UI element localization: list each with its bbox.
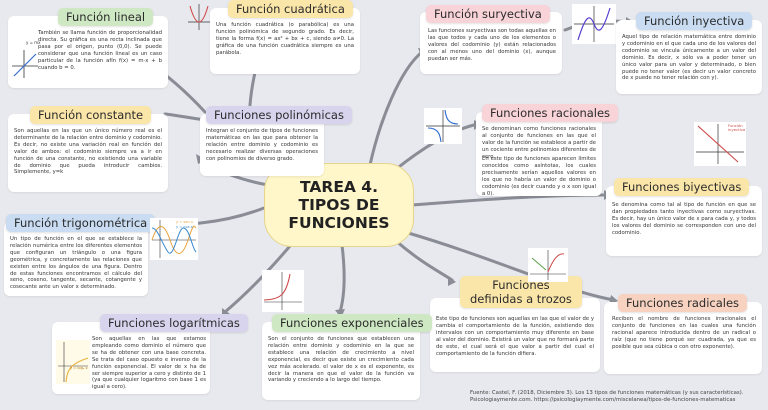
lineal-body: También se llama función de proporcional… [38, 30, 162, 71]
suryectiva-body: Las funciones suryectivas son todas aque… [428, 28, 556, 62]
biyectivas-body: Se denomina como tal al tipo de función … [612, 202, 756, 236]
radicales-card [604, 302, 762, 374]
polinomicas-title: Funciones polinómicas [206, 106, 352, 124]
trigonometrica-title: Función trigonométrica [6, 214, 156, 232]
linear-graph-icon [12, 50, 38, 78]
trig-graph-icon [150, 218, 198, 260]
log-graph-icon [56, 340, 90, 384]
connector-radicales [403, 230, 616, 302]
exponenciales-body: Son el conjunto de funciones que estable… [268, 336, 414, 384]
rational-graph-icon [424, 108, 462, 144]
inyectiva-graph-label-1: Función [728, 123, 743, 128]
cuadratica-title: Función cuadrática [228, 0, 353, 18]
polinomicas-card [200, 114, 324, 176]
surjective-graph-icon [572, 4, 616, 44]
constante-body: Son aquellas en las que un único número … [14, 128, 162, 176]
lineal-title: Función lineal [58, 8, 154, 26]
racionales-card [476, 112, 602, 196]
inyectiva-title: Función inyectiva [636, 12, 753, 30]
cuadratica-body: Una función cuadrática (o parabólica) es… [216, 22, 354, 56]
exponenciales-card [262, 322, 420, 400]
radicales-body: Reciben el nombre de funciones irraciona… [612, 316, 756, 350]
connector-pol-constante [163, 112, 207, 122]
inyectiva-body: Aquel tipo de relación matemática entre … [622, 34, 756, 82]
exponenciales-title: Funciones exponenciales [272, 314, 432, 332]
log-graph-label: y = logₐ x [70, 366, 88, 370]
source-line-2: Psicologiaymente.com. https://psicologia… [470, 397, 736, 403]
suryectiva-title: Función suryectiva [426, 5, 550, 23]
constante-card [8, 114, 168, 192]
parabola-graph-icon [188, 4, 210, 30]
center-title-line2: TIPOS DE [298, 196, 380, 214]
trozos-body: Este tipo de funciones son aquellas en l… [436, 316, 594, 357]
trig-legend-sin: y = sen x [176, 220, 194, 224]
connector-exponenciales [338, 243, 346, 314]
racionales-body-1: Se denominan como funciones racionales a… [482, 126, 596, 160]
trigonometrica-card [4, 222, 148, 296]
constante-title: Función constante [30, 106, 152, 124]
inyectiva-card [616, 20, 762, 94]
logaritmicas-title: Funciones logarítmicas [100, 314, 248, 332]
trozos-title-line2: definidas a trozos [470, 292, 572, 306]
connector-logaritmicas [223, 238, 297, 314]
center-title-line3: FUNCIONES [288, 214, 390, 232]
exp-graph-icon [262, 270, 304, 312]
injective-graph-icon [694, 122, 746, 166]
racionales-body-2: En este tipo de funciones aparecen límit… [482, 156, 596, 197]
logaritmicas-body: Son aquellas en las que estamos empleand… [92, 336, 206, 391]
biyectivas-title: Funciones biyectivas [614, 178, 750, 196]
racionales-title: Funciones racionales [482, 104, 619, 122]
center-title-line1: TAREA 4. [300, 178, 378, 196]
trozos-card [430, 298, 600, 372]
center-title-node: TAREA 4. TIPOS DE FUNCIONES [264, 163, 414, 247]
cuadratica-card [210, 8, 360, 74]
connector-suryectiva [368, 50, 424, 167]
trig-legend-cos: y = cos x [176, 225, 193, 229]
piecewise-graph-icon [528, 248, 568, 282]
polinomicas-body: Integran el conjunto de tipos de funcion… [206, 128, 318, 162]
source-citation: Fuente: Castel, F. (2018, Diciembre 3). … [470, 390, 762, 404]
lineal-graph-label: y = mx [26, 40, 41, 45]
source-line-1: Fuente: Castel, F. (2018, Diciembre 3). … [470, 390, 744, 396]
trigonometrica-body: Un tipo de función en el que se establec… [10, 236, 142, 291]
biyectivas-card [606, 186, 762, 256]
inyectiva-graph-label-2: inyectiva [728, 127, 746, 132]
lineal-card [8, 16, 168, 88]
connector-trozos [393, 238, 454, 282]
radicales-title: Funciones radicales [618, 294, 748, 312]
